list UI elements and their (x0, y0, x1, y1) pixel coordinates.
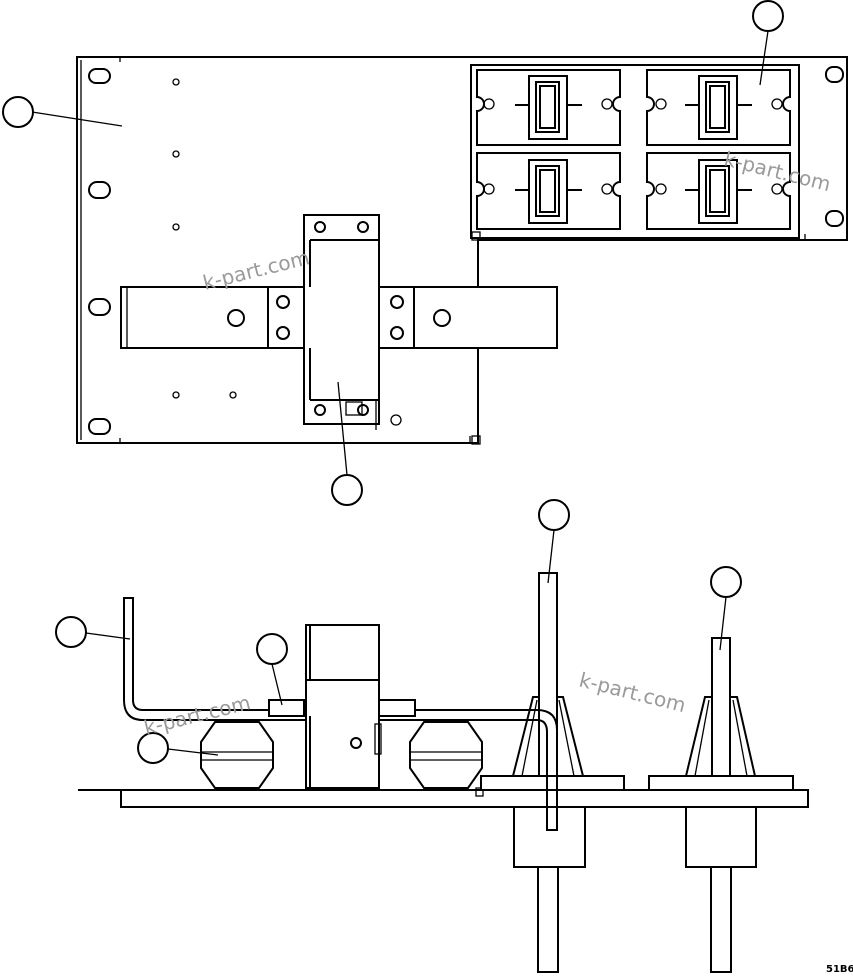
callout-7 (256, 633, 288, 706)
rubber-mount-1 (200, 721, 274, 789)
plate-holes (172, 78, 402, 426)
toggle-switch-side-2 (684, 637, 757, 777)
callout-4 (538, 499, 570, 584)
top-view (76, 56, 848, 445)
callouts (2, 0, 784, 764)
rubber-mount-2 (409, 721, 483, 789)
toggle-switch-3 (476, 152, 621, 230)
toggle-switch-4 (646, 152, 791, 230)
callout-3 (331, 381, 363, 506)
reference-number: 51B61 (826, 964, 853, 975)
callout-5 (710, 566, 742, 651)
switch-panel (470, 64, 800, 239)
plate-slots (88, 66, 844, 435)
watermark-3: k-part.com (577, 668, 688, 718)
toggle-switch-2 (646, 69, 791, 146)
watermark-2: k-part.com (722, 147, 833, 197)
callout-6 (55, 616, 131, 648)
relay-side (268, 624, 416, 789)
callout-8 (137, 732, 219, 764)
relay-bracket-top (120, 214, 558, 430)
side-view (78, 572, 809, 973)
callout-1 (2, 96, 123, 128)
callout-2 (752, 0, 784, 86)
base-plate (120, 789, 809, 808)
toggle-switch-1 (476, 69, 621, 146)
wire-rod (123, 597, 558, 831)
